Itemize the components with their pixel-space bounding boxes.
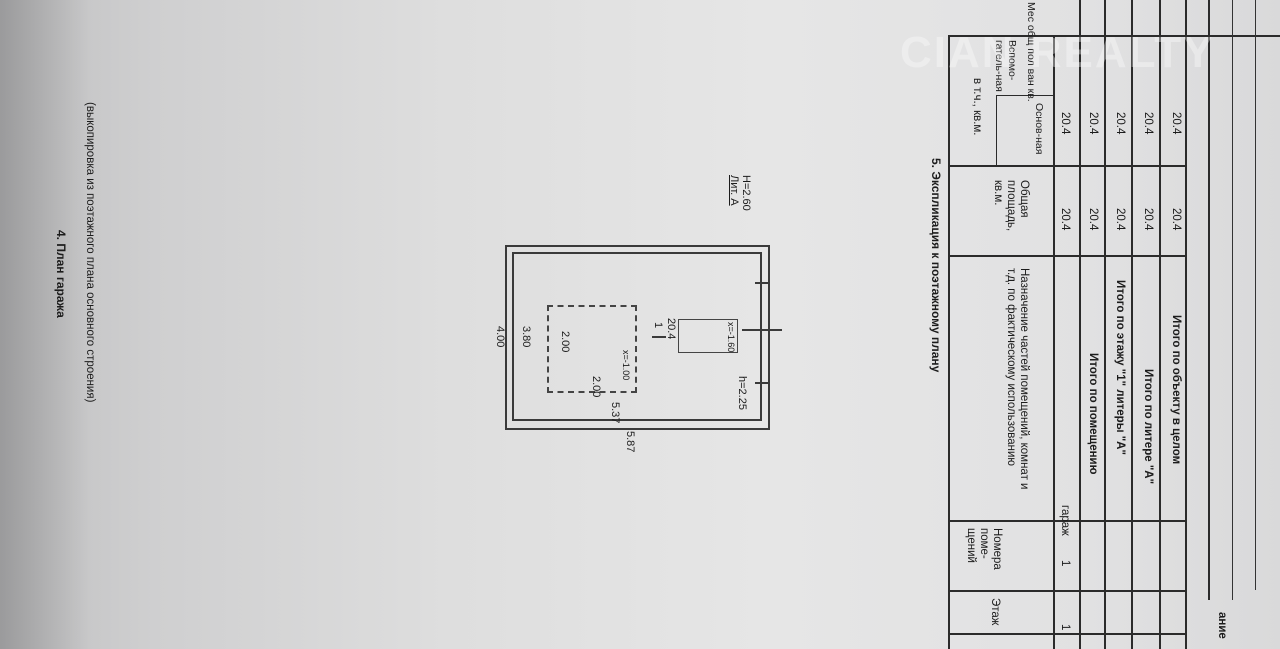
section-4-subtitle: (выкопировка из поэтажного плана основно… — [84, 102, 96, 403]
row2-purpose: Итого по помещению — [1087, 353, 1099, 475]
row4-main: 20.4 — [1142, 112, 1154, 135]
axis-line — [742, 329, 782, 331]
signature-line-2 — [1255, 0, 1256, 590]
room-area: 20.4 — [665, 318, 677, 340]
section-5-title: 5. Экспликация к поэтажному плану — [929, 158, 943, 373]
gate-mark-bottom — [755, 382, 770, 384]
header-purpose: Назначение частей помещений, комнат и т.… — [1005, 268, 1030, 490]
header-floor: Этаж — [989, 598, 1001, 626]
cellar-label: x=-1.60 — [726, 322, 736, 353]
room-pointer — [652, 336, 666, 338]
header-main: Основ-ная — [1033, 103, 1045, 155]
row1-floor: 1 — [1059, 624, 1071, 631]
signature-line-1 — [1232, 0, 1233, 600]
plan-outer-wall — [505, 245, 770, 430]
row3-main: 20.4 — [1114, 112, 1126, 135]
explication-table — [948, 0, 1280, 649]
dim-left-outer: 5.87 — [624, 431, 636, 453]
cellar-box — [678, 319, 738, 353]
row4-total: 20.4 — [1142, 208, 1154, 231]
row5-main: 20.4 — [1170, 112, 1182, 135]
dim-inner-top: 3.80 — [520, 326, 532, 348]
header-total-area: Общая площадь, кв.м. — [992, 180, 1030, 232]
section-4-title: 4. План гаража — [54, 230, 68, 318]
room-number: 1 — [652, 322, 664, 329]
dim-left-inner: 5.37 — [609, 402, 621, 424]
dim-dash-depth: x=-1.00 — [621, 350, 631, 381]
row2-main: 20.4 — [1087, 112, 1099, 135]
row3-purpose: Итого по этажу "1" литеры "А" — [1114, 280, 1126, 455]
header-room-numbers: Номера поме-щений — [965, 528, 1003, 570]
inspection-pit — [547, 305, 637, 393]
row5-purpose: Итого по объекту в целом — [1170, 315, 1182, 465]
row1-room-no: 1 — [1059, 560, 1071, 567]
row1-total: 20.4 — [1059, 208, 1071, 231]
dim-dash-left: 2.00 — [590, 376, 602, 398]
height-label: h=2.25 — [736, 376, 748, 410]
watermark: CIAN REALTY — [900, 28, 1215, 77]
liter-label: Лит. А — [728, 175, 740, 206]
liter-height: H=2.60 — [740, 175, 752, 211]
row4-purpose: Итого по литере "А" — [1142, 369, 1154, 485]
header-incl: в т.ч., кв.м. — [971, 78, 983, 136]
dim-top: 4.00 — [494, 326, 506, 348]
gate-mark-top — [755, 282, 770, 284]
row1-purpose: гараж — [1059, 505, 1071, 536]
dim-dash-top: 2.00 — [559, 331, 571, 353]
plan-inner-wall — [512, 252, 762, 421]
bottom-fragment: ание — [1216, 612, 1228, 639]
row3-total: 20.4 — [1114, 208, 1126, 231]
row5-total: 20.4 — [1170, 208, 1182, 231]
row1-main: 20.4 — [1059, 112, 1071, 135]
page-shadow — [0, 0, 90, 649]
row2-total: 20.4 — [1087, 208, 1099, 231]
